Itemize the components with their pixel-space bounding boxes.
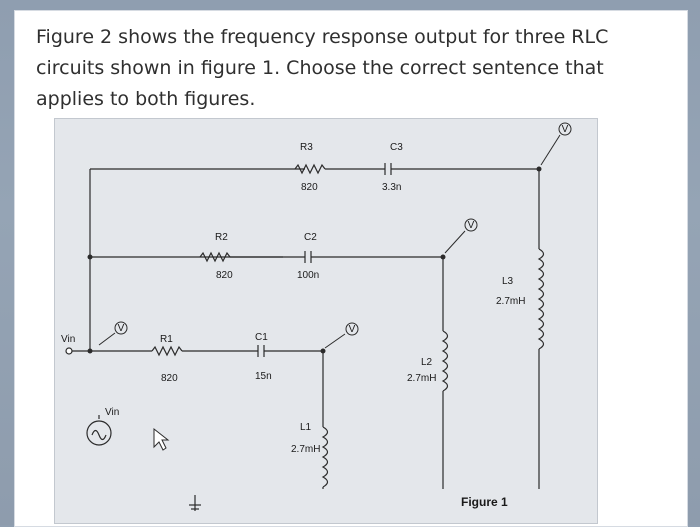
r1-value: 820: [161, 373, 178, 384]
ac-source: [86, 420, 112, 446]
l3-value: 2.7mH: [496, 296, 525, 307]
resistor-r2: [199, 251, 231, 263]
r3-value: 820: [301, 182, 318, 193]
c1-value: 15n: [255, 371, 272, 382]
svg-text:V: V: [562, 124, 569, 135]
r1-name: R1: [160, 334, 173, 345]
l2-name: L2: [421, 357, 433, 368]
resistor-r1: [151, 345, 183, 357]
probe-circuit-1: [324, 333, 346, 349]
circuit-schematic: V V V V Vin Vin R1 820 C1 15n L1 2.7mH R…: [61, 122, 572, 511]
inductor-l3: [537, 248, 545, 350]
c3-name: C3: [390, 142, 403, 153]
vin-terminal: [65, 347, 73, 355]
circuit-figure: V V V V Vin Vin R1 820 C1 15n L1 2.7mH R…: [54, 118, 598, 524]
r3-name: R3: [300, 142, 313, 153]
resistor-r3: [294, 163, 326, 175]
mouse-cursor-icon: [153, 427, 170, 451]
inductor-l2: [441, 330, 449, 392]
l3-name: L3: [502, 276, 514, 287]
c1-name: C1: [255, 332, 268, 343]
vin-terminal-label: Vin: [61, 334, 75, 345]
inductor-l1: [321, 426, 329, 488]
figure-caption: Figure 1: [461, 495, 508, 509]
l2-value: 2.7mH: [407, 373, 436, 384]
probe-circuit-2: [444, 230, 466, 254]
svg-text:V: V: [118, 323, 125, 334]
c3-value: 3.3n: [382, 182, 401, 193]
c2-name: C2: [304, 232, 317, 243]
r2-name: R2: [215, 232, 228, 243]
c2-value: 100n: [297, 270, 319, 281]
probe-circuit-3: [540, 134, 561, 166]
svg-text:V: V: [468, 220, 475, 231]
l1-name: L1: [300, 422, 312, 433]
svg-text:V: V: [349, 324, 356, 335]
vin-source-label: Vin: [105, 407, 119, 418]
r2-value: 820: [216, 270, 233, 281]
l1-value: 2.7mH: [291, 444, 320, 455]
question-text: Figure 2 shows the frequency response ou…: [36, 26, 609, 110]
probe-input: [98, 332, 116, 346]
